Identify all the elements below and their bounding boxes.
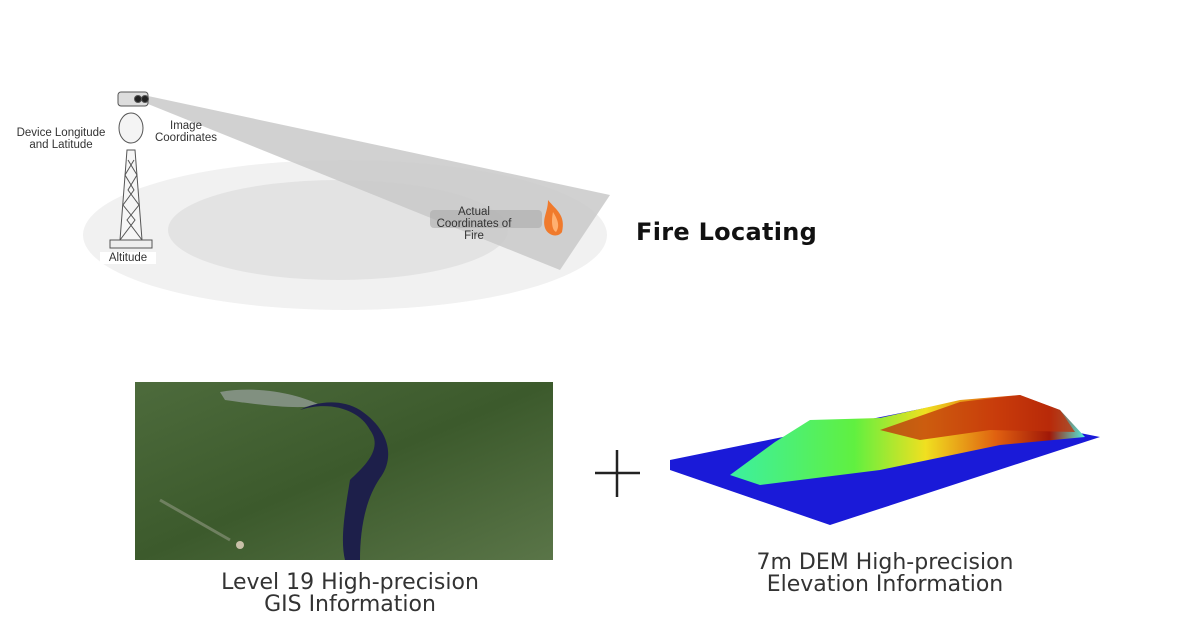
label-line: Coordinates of bbox=[436, 218, 512, 230]
label-line: and Latitude bbox=[29, 139, 93, 151]
dem-elevation-model bbox=[670, 395, 1100, 525]
actual-fire-coordinates-label: Actual Coordinates of Fire bbox=[428, 206, 520, 242]
caption-line: 7m DEM High-precision bbox=[756, 550, 1014, 575]
gis-caption: Level 19 High-precision GIS Information bbox=[185, 572, 515, 616]
caption-line: Elevation Information bbox=[766, 572, 1004, 597]
device-coordinates-label: Device Longitude and Latitude bbox=[8, 127, 114, 151]
caption-line: GIS Information bbox=[264, 592, 436, 617]
fire-locating-title: Fire Locating bbox=[636, 218, 818, 246]
satellite-map-details bbox=[159, 389, 389, 560]
label-line: Actual bbox=[458, 206, 490, 218]
image-coordinates-label: Image Coordinates bbox=[148, 120, 224, 144]
altitude-label: Altitude bbox=[100, 252, 156, 264]
label-line: Device Longitude bbox=[16, 127, 106, 139]
caption-line: Level 19 High-precision bbox=[221, 570, 479, 595]
label-line: Coordinates bbox=[154, 132, 217, 144]
fire-icon bbox=[544, 200, 563, 236]
label-line: Fire bbox=[464, 230, 484, 242]
label-line: Image bbox=[170, 120, 202, 132]
plus-icon bbox=[595, 450, 640, 497]
dem-caption: 7m DEM High-precision Elevation Informat… bbox=[720, 552, 1050, 596]
tower-icon bbox=[109, 91, 153, 249]
